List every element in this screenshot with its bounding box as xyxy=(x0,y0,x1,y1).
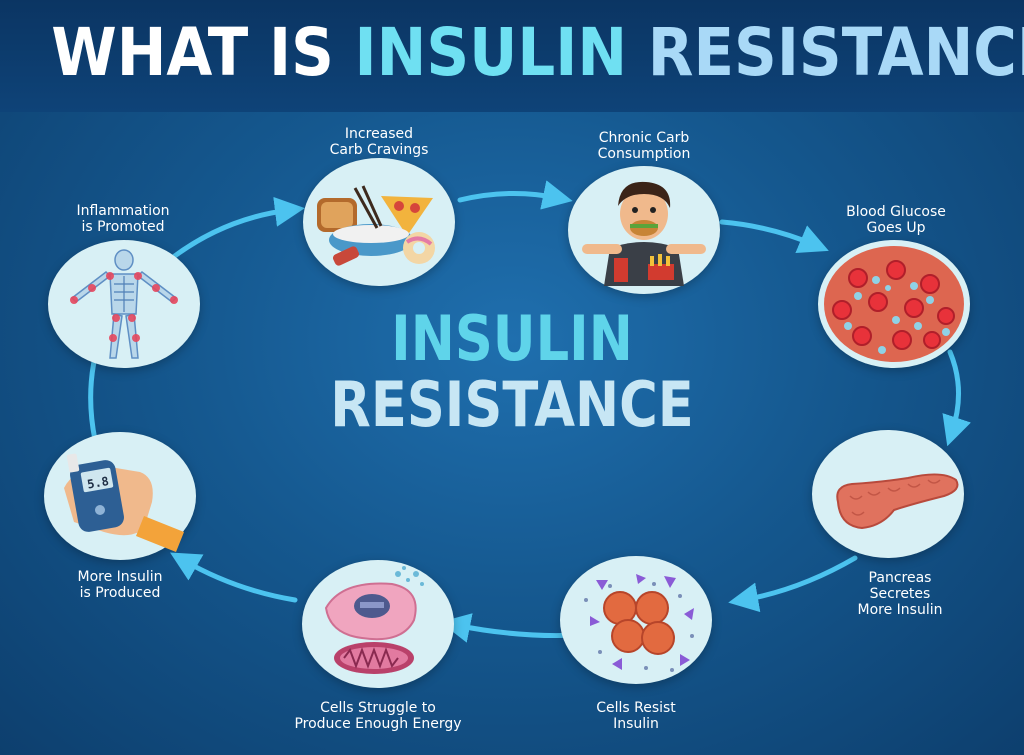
header-band xyxy=(0,0,1024,112)
page-title: WHAT IS INSULIN RESISTANCE xyxy=(51,14,1024,91)
title-part-what-is: WHAT IS xyxy=(51,14,355,91)
arrow-consumption-to-glucose xyxy=(719,219,829,253)
mitochondria-cell-icon xyxy=(324,566,424,674)
cells-insulin-icon xyxy=(584,574,694,672)
label-more-insulin: More Insulin is Produced xyxy=(77,569,163,601)
node-carb-consumption xyxy=(568,166,720,294)
center-title-line1: INSULIN xyxy=(391,302,633,375)
node-pancreas xyxy=(812,430,964,558)
node-cells-struggle xyxy=(302,560,454,688)
meter-reading: 5.8 xyxy=(86,474,110,492)
title-part-resistance: RESISTANCE xyxy=(647,14,1024,91)
arrow-glucose-to-pancreas xyxy=(942,349,971,447)
center-title-line2: RESISTANCE xyxy=(330,368,694,441)
label-carb-consumption: Chronic Carb Consumption xyxy=(597,130,691,162)
arrow-pancreas-to-resist xyxy=(728,555,858,613)
pancreas-icon xyxy=(836,473,959,530)
node-inflammation xyxy=(48,240,200,368)
label-pancreas: Pancreas Secretes More Insulin xyxy=(857,570,943,618)
skeleton-body-icon xyxy=(70,249,178,359)
label-cells-resist: Cells Resist Insulin xyxy=(596,700,676,732)
person-eating-icon xyxy=(582,181,706,286)
node-carb-cravings xyxy=(303,158,455,286)
arrow-struggle-to-moreinsulin xyxy=(170,552,298,603)
label-blood-glucose: Blood Glucose Goes Up xyxy=(846,204,946,236)
node-cells-resist xyxy=(560,556,712,684)
blood-cells-icon xyxy=(824,246,964,362)
junk-food-icon xyxy=(317,185,435,266)
title-part-insulin: INSULIN xyxy=(354,14,648,91)
label-cells-struggle: Cells Struggle to Produce Enough Energy xyxy=(294,700,462,732)
node-more-insulin: 5.8 xyxy=(44,432,196,560)
arrow-inflammation-to-cravings xyxy=(169,196,305,261)
label-carb-cravings: Increased Carb Cravings xyxy=(329,126,429,158)
arrow-cravings-to-consumption xyxy=(457,180,573,210)
label-inflammation: Inflammation is Promoted xyxy=(76,203,170,235)
glucose-meter-icon: 5.8 xyxy=(64,453,184,552)
node-blood-glucose xyxy=(818,240,970,368)
